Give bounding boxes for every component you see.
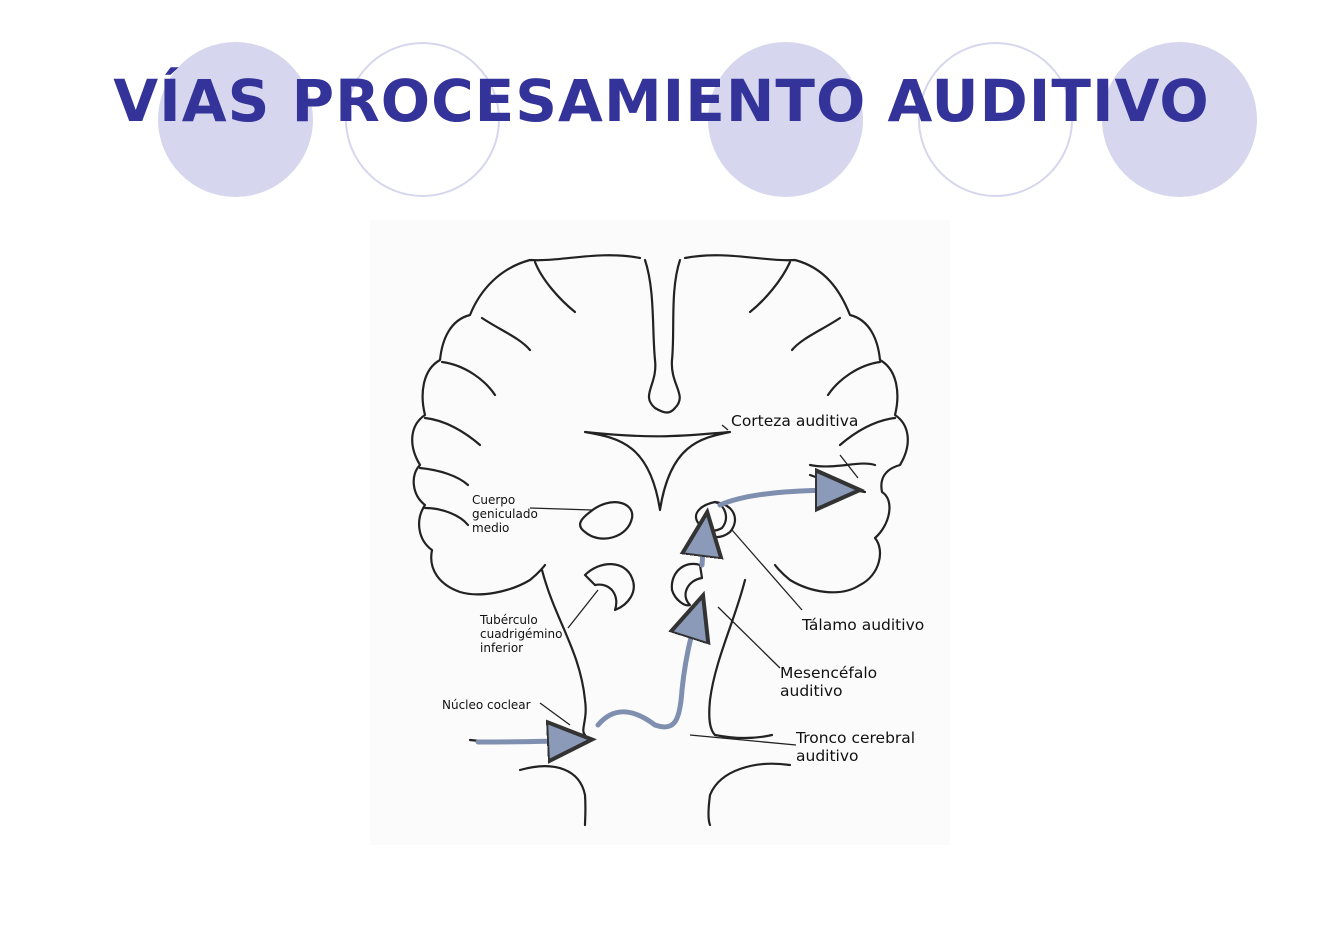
cochlear-input-arrow (475, 740, 582, 742)
left-inferior-colliculus (583, 563, 635, 612)
label-talamo-auditivo: Tálamo auditivo (802, 616, 925, 634)
ascending-pathway-arrow (595, 605, 700, 730)
title-decoration (0, 0, 1323, 230)
slide-title: VÍAS PROCESAMIENTO AUDITIVO (113, 67, 1210, 135)
right-hemisphere-outline (683, 254, 909, 594)
left-hemisphere-outline (411, 254, 642, 596)
decor-circle-1 (158, 42, 313, 197)
longitudinal-fissure (643, 258, 682, 414)
label-corteza-auditiva: Corteza auditiva (731, 412, 859, 430)
decor-circle-2 (345, 42, 500, 197)
brain-drawing (411, 254, 909, 827)
right-inferior-colliculus (670, 562, 704, 607)
brainstem-right (708, 578, 747, 737)
ventricle (583, 430, 732, 512)
left-geniculate-body (578, 501, 634, 540)
cortex-projection-arrow (717, 490, 850, 505)
decor-circle-3 (708, 42, 863, 197)
label-nucleo-coclear: Núcleo coclear (442, 698, 531, 712)
label-mesencefalo-auditivo: Mesencéfalo auditivo (780, 664, 878, 700)
brain-diagram: Corteza auditiva Cuerpo geniculado medio… (370, 220, 950, 845)
label-tronco-cerebral-auditivo: Tronco cerebral auditivo (796, 729, 916, 765)
midbrain-arrow (702, 522, 706, 568)
decor-circle-5 (1102, 42, 1257, 197)
label-tuberculo-cuadrigemino-inferior: Tubérculo cuadrigémino inferior (480, 613, 563, 655)
label-cuerpo-geniculado-medio: Cuerpo geniculado medio (472, 493, 538, 535)
decor-circle-4 (918, 42, 1073, 197)
